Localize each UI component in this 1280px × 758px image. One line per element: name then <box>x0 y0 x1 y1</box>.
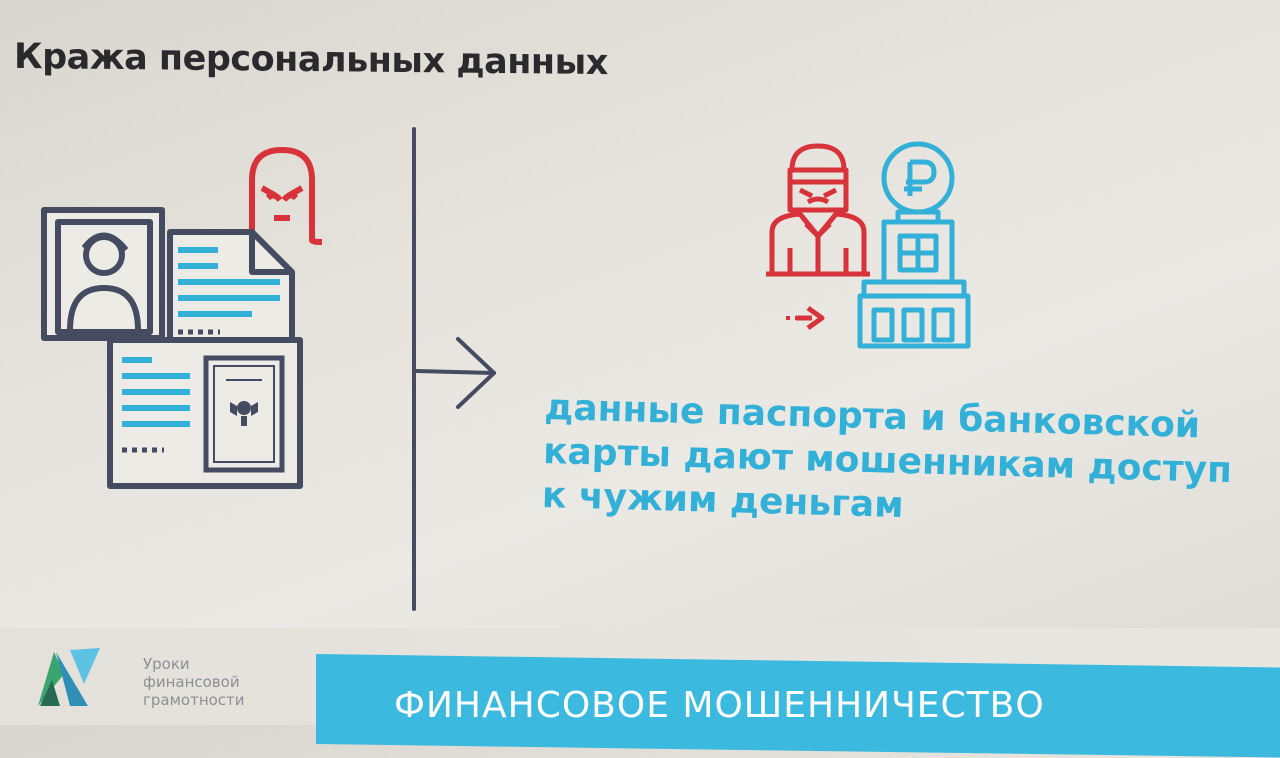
documents-icon <box>41 147 323 489</box>
slide-title: Кража персональных данных <box>14 36 608 84</box>
presentation-slide: Кража персональных данных <box>0 36 1280 758</box>
footer-brand: Уроки финансовой грамотности <box>143 655 303 709</box>
bank-ruble-icon <box>857 141 971 349</box>
brand-line: Уроки <box>143 655 190 673</box>
arrow-right-icon <box>412 127 496 611</box>
footer-band-text: ФИНАНСОВОЕ МОШЕННИЧЕСТВО <box>394 685 1045 726</box>
brand-line: грамотности <box>143 691 245 709</box>
hacker-mask-icon <box>242 147 323 245</box>
slide-footer: Уроки финансовой грамотности ФИНАНСОВОЕ … <box>0 628 1280 758</box>
thief-icon <box>766 141 971 349</box>
brand-line: финансовой <box>143 673 240 691</box>
logo-icon <box>38 648 100 706</box>
slide-body-text: данные паспорта и банковской карты дают … <box>541 386 1264 538</box>
